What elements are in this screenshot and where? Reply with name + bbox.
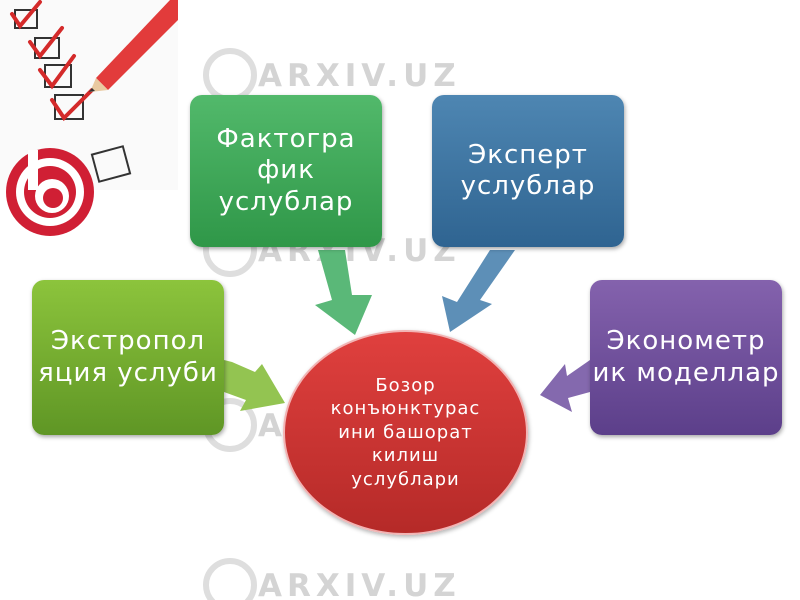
watermark-text-1: ARXIV.UZ <box>258 58 461 94</box>
logo-icon <box>6 148 94 236</box>
watermark-text-4: ARXIV.UZ <box>258 568 461 600</box>
watermark-top: ARXIV.UZ <box>203 48 461 102</box>
node-expert: Эксперт услублар <box>432 95 624 247</box>
connector-econometric <box>540 360 590 412</box>
node-expert-label: Эксперт услублар <box>460 139 596 201</box>
node-econometric-label: Эконометр ик моделлар <box>592 326 780 388</box>
node-extrapolation: Экстропол яция услуби <box>32 280 224 435</box>
node-econometric: Эконометр ик моделлар <box>590 280 782 435</box>
node-factographic-label: Фактогра фик услублар <box>216 124 356 217</box>
connector-factographic <box>315 250 372 335</box>
node-factographic: Фактогра фик услублар <box>190 95 382 247</box>
node-extrapolation-label: Экстропол яция услуби <box>38 326 218 388</box>
center-node-label: Бозор конъюнктурас ини башорат килиш усл… <box>330 375 481 490</box>
connector-expert <box>442 250 515 332</box>
watermark-bottom: ARXIV.UZ <box>203 558 461 600</box>
center-node: Бозор конъюнктурас ини башорат килиш усл… <box>283 330 528 535</box>
connector-extrapolation <box>224 360 285 411</box>
